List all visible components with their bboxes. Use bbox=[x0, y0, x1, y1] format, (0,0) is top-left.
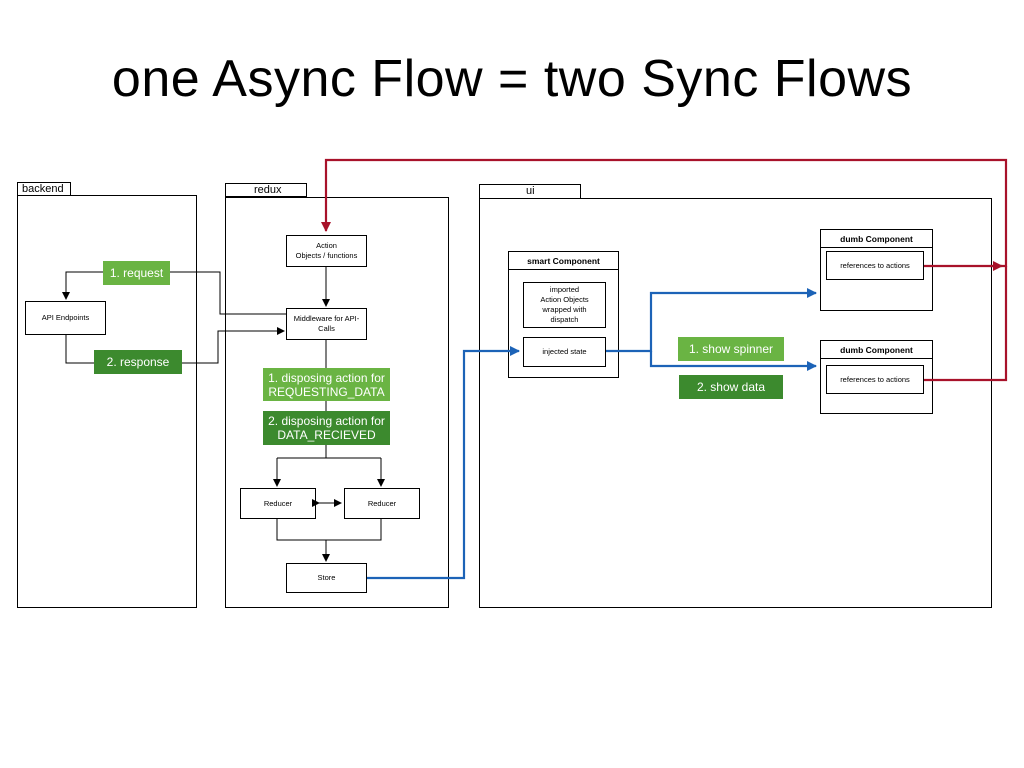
disposing-requesting-line1: 1. disposing action for bbox=[268, 370, 385, 385]
blue-state-to-dumb1-path bbox=[606, 288, 817, 353]
red-dispatch-path bbox=[321, 158, 1008, 268]
request-label: 1. request bbox=[103, 261, 170, 285]
middleware-line2: Calls bbox=[318, 324, 335, 333]
imported-line4: dispatch bbox=[550, 315, 579, 324]
injected-state-box: injected state bbox=[523, 337, 606, 367]
response-connector bbox=[65, 327, 285, 364]
reducer-right-label: Reducer bbox=[367, 498, 397, 508]
dumb-component-2-references-label: references to actions bbox=[840, 374, 910, 384]
redux-package-label: redux bbox=[254, 184, 282, 196]
reducers-to-store-connector bbox=[276, 519, 382, 561]
dumb-component-1-title: dumb Component bbox=[821, 230, 932, 248]
disposing-requesting-line2: REQUESTING_DATA bbox=[268, 384, 385, 399]
disposing-requesting-label: 1. disposing action for REQUESTING_DATA bbox=[263, 368, 390, 401]
slide-title: one Async Flow = two Sync Flows bbox=[111, 50, 913, 108]
show-data-label: 2. show data bbox=[679, 375, 783, 399]
blue-state-to-dumb2-path bbox=[649, 351, 817, 371]
redux-package-tab: redux bbox=[225, 183, 307, 197]
response-label: 2. response bbox=[94, 350, 182, 374]
disposing-received-label: 2. disposing action for DATA_RECIEVED bbox=[263, 411, 390, 445]
disposing-received-line1: 2. disposing action for bbox=[268, 414, 385, 428]
backend-package-label: backend bbox=[22, 183, 64, 195]
imported-line2: Action Objects bbox=[540, 295, 589, 304]
dumb-component-2-references-box: references to actions bbox=[826, 365, 924, 394]
blue-store-to-state-path bbox=[367, 346, 520, 580]
action-objects-box: Action Objects / functions bbox=[286, 235, 367, 267]
smart-component-title: smart Component bbox=[509, 252, 618, 270]
disposing-received-line2: DATA_RECIEVED bbox=[277, 428, 376, 442]
imported-line1: imported bbox=[549, 285, 580, 294]
action-objects-line1: Action bbox=[316, 241, 337, 250]
show-spinner-label: 1. show spinner bbox=[678, 337, 784, 361]
dumb-component-1-references-label: references to actions bbox=[840, 260, 910, 270]
reducer-left-label: Reducer bbox=[263, 498, 293, 508]
store-label: Store bbox=[317, 573, 336, 582]
reducer-right-box: Reducer bbox=[344, 488, 420, 519]
ui-package-label: ui bbox=[526, 185, 535, 197]
api-endpoints-label: API Endpoints bbox=[41, 313, 90, 322]
imported-actions-box: imported Action Objects wrapped with dis… bbox=[523, 282, 606, 328]
imported-line3: wrapped with bbox=[542, 305, 587, 314]
red-dumb2-path bbox=[924, 266, 1008, 382]
request-connector bbox=[62, 271, 286, 315]
dumb-component-1-references-box: references to actions bbox=[826, 251, 924, 280]
action-objects-line2: Objects / functions bbox=[295, 251, 358, 260]
middleware-line1: Middleware for API- bbox=[293, 314, 360, 323]
dumb-component-2-title: dumb Component bbox=[821, 341, 932, 359]
middleware-box: Middleware for API- Calls bbox=[286, 308, 367, 340]
api-endpoints-box: API Endpoints bbox=[25, 301, 106, 335]
injected-state-label: injected state bbox=[542, 347, 587, 356]
